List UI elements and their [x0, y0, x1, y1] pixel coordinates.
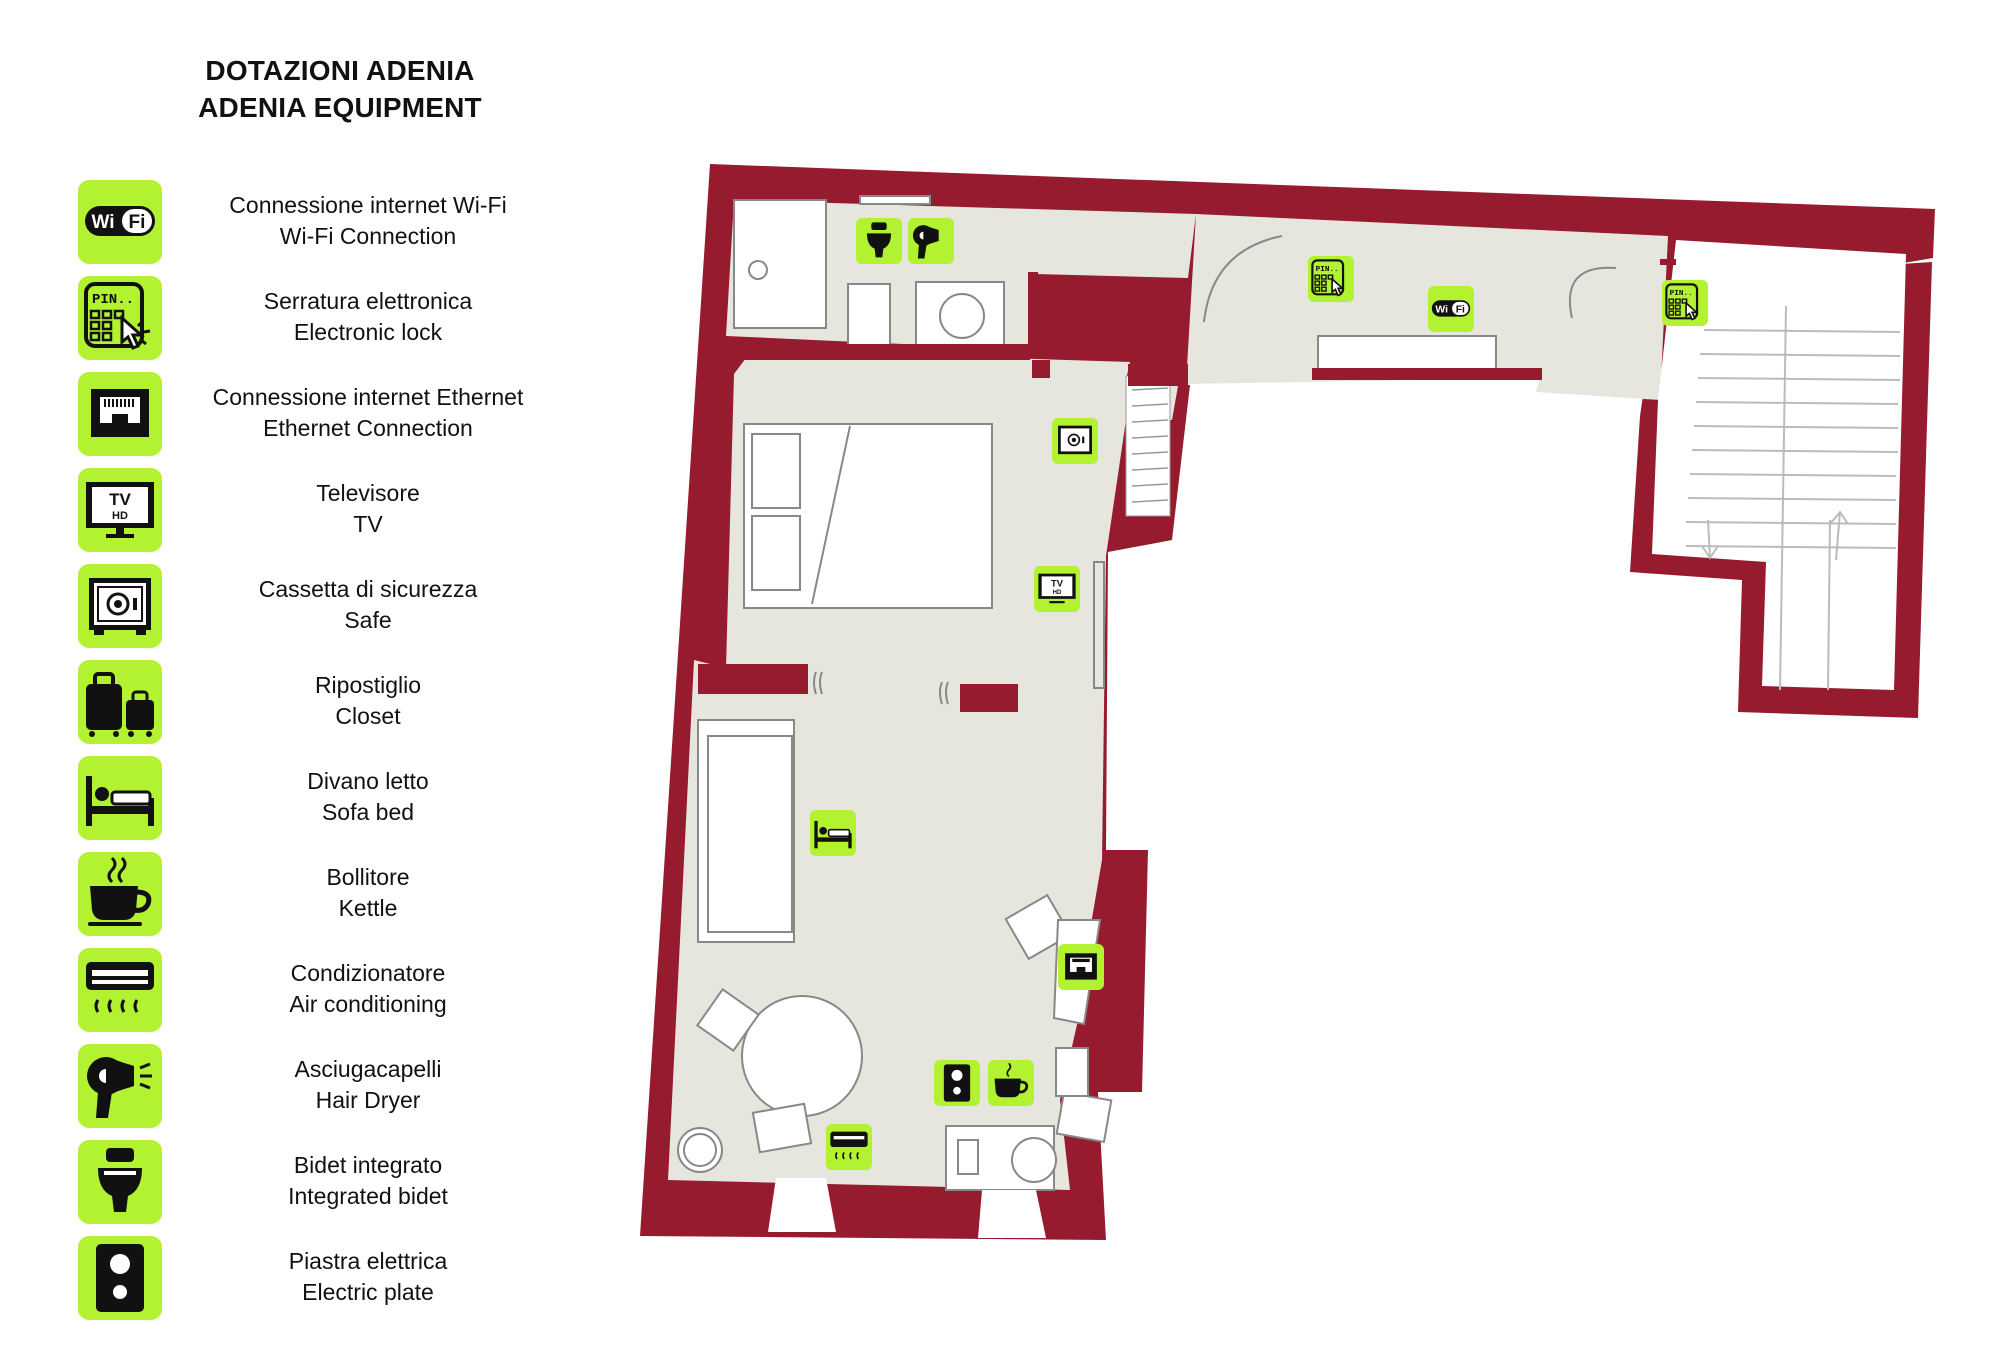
- legend-item-sofa-bed: Divano letto Sofa bed: [78, 756, 598, 842]
- window-bathroom: [859, 195, 931, 205]
- plan-bed-icon: [810, 810, 856, 856]
- wifi-icon: Wi Fi: [78, 180, 162, 264]
- legend-item-bidet: Bidet integrato Integrated bidet: [78, 1140, 598, 1226]
- round-table: [741, 995, 863, 1117]
- air-conditioner-icon: [78, 948, 162, 1032]
- bathroom-floor: [726, 200, 1196, 350]
- legend-label-bidet: Bidet integrato Integrated bidet: [288, 1152, 448, 1209]
- legend-item-safe: Cassetta di sicurezza Safe: [78, 564, 598, 650]
- pin-lock-icon: PIN..: [78, 276, 162, 360]
- svg-text:PIN..: PIN..: [92, 292, 134, 308]
- tv-icon: TV HD: [78, 468, 162, 552]
- toilet-icon: [78, 1140, 162, 1224]
- corridor-details: [1125, 235, 1617, 517]
- shower: [733, 199, 827, 329]
- luggage-icon: [78, 660, 162, 744]
- plan-safe-icon: [1052, 418, 1098, 464]
- plan-toilet-icon: [856, 218, 902, 264]
- legend-label-sofa-bed: Divano letto Sofa bed: [307, 768, 429, 825]
- stair-floor: [1652, 240, 1906, 690]
- legend-label-hair-dryer: Asciugacapelli Hair Dryer: [294, 1056, 442, 1113]
- ethernet-icon: [78, 372, 162, 456]
- legend-item-hair-dryer: Asciugacapelli Hair Dryer: [78, 1044, 598, 1130]
- legend-label-kettle: Bollitore Kettle: [326, 864, 410, 921]
- bed-icon: [78, 756, 162, 840]
- hot-plate-icon: [78, 1236, 162, 1320]
- svg-text:TV: TV: [109, 490, 131, 509]
- plan-air-conditioner-icon: [826, 1124, 872, 1170]
- bathroom-fixtures: [733, 195, 1005, 349]
- plan-pin-lock-icon-entrance: [1662, 280, 1708, 326]
- svg-text:Wi: Wi: [91, 212, 114, 233]
- title-italian: DOTAZIONI ADENIA: [205, 55, 475, 86]
- legend-item-closet: Ripostiglio Closet: [78, 660, 598, 746]
- legend-label-safe: Cassetta di sicurezza Safe: [258, 576, 478, 633]
- entry-corridor-floor: [1186, 214, 1668, 400]
- legend-item-air-conditioning: Condizionatore Air conditioning: [78, 948, 598, 1034]
- legend-item-wifi: Wi Fi Connessione internet Wi-Fi Wi-Fi C…: [78, 180, 598, 266]
- plan-ethernet-icon: [1058, 944, 1104, 990]
- kettle-icon: [78, 852, 162, 936]
- svg-text:HD: HD: [112, 510, 128, 522]
- inner-walls: [698, 272, 1542, 712]
- legend-label-wifi: Connessione internet Wi-Fi Wi-Fi Connect…: [229, 192, 507, 249]
- safe-icon: [78, 564, 162, 648]
- legend-item-electric-plate: Piastra elettrica Electric plate: [78, 1236, 598, 1322]
- plan-tv-icon: [1034, 566, 1080, 612]
- legend-label-electronic-lock: Serratura elettronica Electronic lock: [263, 288, 473, 345]
- plan-pin-lock-icon-corridor: [1308, 256, 1354, 302]
- plan-kettle-icon: [988, 1060, 1034, 1106]
- plan-wifi-icon: [1428, 286, 1474, 332]
- svg-text:Fi: Fi: [129, 212, 146, 233]
- equipment-title: DOTAZIONI ADENIA ADENIA EQUIPMENT: [140, 52, 540, 126]
- legend-item-kettle: Bollitore Kettle: [78, 852, 598, 938]
- staircase: [1652, 240, 1906, 691]
- title-english: ADENIA EQUIPMENT: [198, 92, 482, 123]
- legend-label-air-conditioning: Condizionatore Air conditioning: [289, 960, 447, 1017]
- legend-label-ethernet: Connessione internet Ethernet Ethernet C…: [212, 384, 524, 441]
- legend-label-electric-plate: Piastra elettrica Electric plate: [288, 1248, 448, 1305]
- legend-label-tv: Televisore TV: [316, 480, 420, 537]
- bidet-basin: [847, 283, 891, 349]
- legend-label-closet: Ripostiglio Closet: [314, 672, 422, 729]
- plan-hot-plate-icon: [934, 1060, 980, 1106]
- legend-item-ethernet: Connessione internet Ethernet Ethernet C…: [78, 372, 598, 458]
- legend-item-tv: TV HD Televisore TV: [78, 468, 598, 554]
- plan-hair-dryer-icon: [908, 218, 954, 264]
- hair-dryer-icon: [78, 1044, 162, 1128]
- legend-item-electronic-lock: PIN.. Serratura elettronica Electronic l…: [78, 276, 598, 362]
